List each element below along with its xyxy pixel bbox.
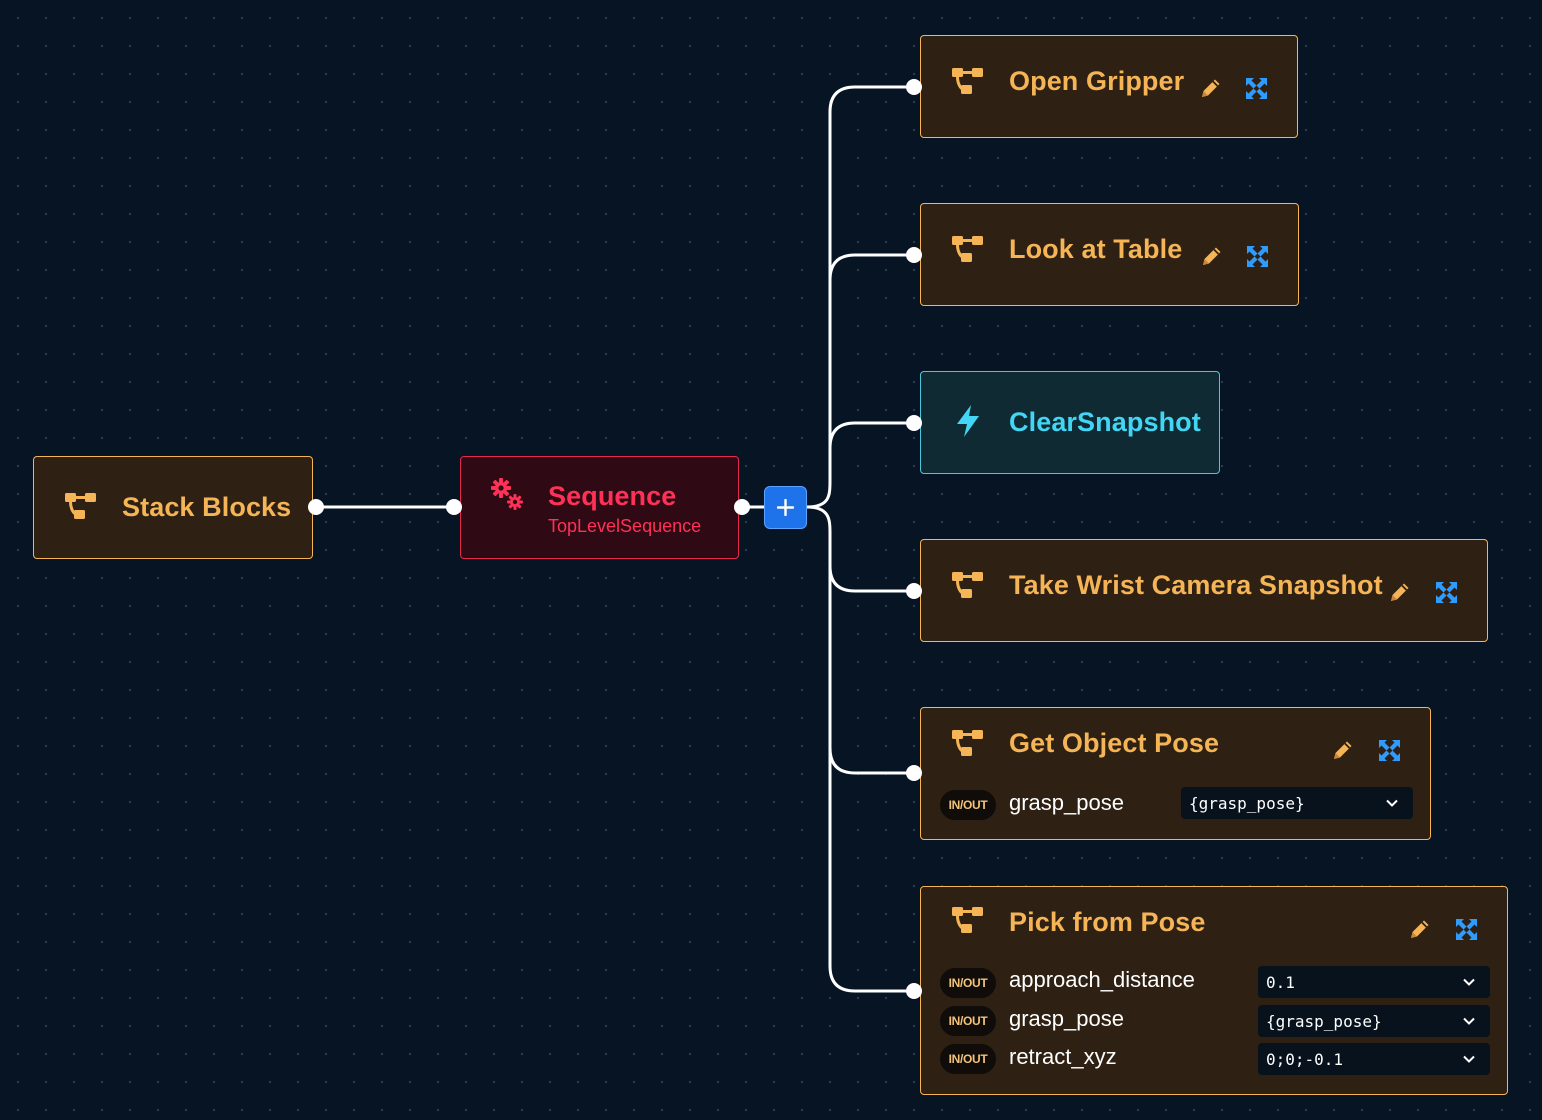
port-value: {grasp_pose} — [1189, 794, 1305, 813]
wrist-snapshot-input-handle[interactable] — [906, 583, 922, 599]
node-title: Sequence — [548, 481, 677, 511]
edge-to-wrist-snapshot — [805, 505, 916, 593]
chevron-down-icon — [1463, 978, 1475, 986]
subtree-icon — [952, 907, 983, 933]
clear-snapshot-input-handle[interactable] — [906, 415, 922, 431]
edit-pencil-icon[interactable] — [1331, 738, 1355, 762]
add-child-button[interactable] — [764, 486, 807, 529]
get-object-pose-input-handle[interactable] — [906, 765, 922, 781]
node-title: Stack Blocks — [122, 492, 292, 522]
lightning-icon — [957, 405, 979, 437]
look-at-table-input-handle[interactable] — [906, 247, 922, 263]
node-title: Get Object Pose — [1009, 728, 1220, 758]
port-value-dropdown[interactable]: {grasp_pose} — [1181, 787, 1413, 819]
subtree-icon — [65, 493, 96, 519]
port-name: grasp_pose — [1009, 1006, 1124, 1031]
edit-pencil-icon[interactable] — [1408, 917, 1432, 941]
chevron-down-icon — [1386, 799, 1398, 807]
node-title: Pick from Pose — [1009, 907, 1206, 937]
subtree-icon — [952, 236, 983, 262]
node-stack-blocks[interactable]: Stack Blocks — [33, 456, 313, 559]
subtree-icon — [952, 68, 983, 94]
port-value: {grasp_pose} — [1266, 1012, 1382, 1031]
edit-pencil-icon[interactable] — [1200, 244, 1224, 268]
node-pick-from-pose[interactable]: Pick from Pose IN/OUT approach_distance … — [920, 886, 1508, 1095]
port-name: retract_xyz — [1009, 1044, 1117, 1069]
node-take-wrist-camera-snapshot[interactable]: Take Wrist Camera Snapshot — [920, 539, 1488, 642]
subtree-icon — [952, 730, 983, 756]
edge-to-pick-from-pose — [828, 746, 916, 993]
port-value-dropdown[interactable]: 0;0;-0.1 — [1258, 1043, 1490, 1075]
node-subtitle: TopLevelSequence — [548, 516, 702, 536]
edge-to-clear-snapshot — [828, 421, 916, 450]
subtree-icon — [952, 572, 983, 598]
edit-pencil-icon[interactable] — [1199, 76, 1223, 100]
node-clear-snapshot[interactable]: ClearSnapshot — [920, 371, 1220, 474]
pick-from-pose-input-handle[interactable] — [906, 983, 922, 999]
root-output-handle[interactable] — [308, 499, 324, 515]
chevron-down-icon — [1463, 1055, 1475, 1063]
node-title: Look at Table — [1009, 234, 1183, 264]
node-title: Open Gripper — [1009, 66, 1185, 96]
sequence-output-handle[interactable] — [734, 499, 750, 515]
expand-icon[interactable] — [1245, 77, 1268, 100]
port-direction-badge: IN/OUT — [940, 968, 996, 998]
open-gripper-input-handle[interactable] — [906, 79, 922, 95]
edit-pencil-icon[interactable] — [1388, 580, 1412, 604]
expand-icon[interactable] — [1378, 739, 1401, 762]
port-value-dropdown[interactable]: 0.1 — [1258, 966, 1490, 998]
port-name: approach_distance — [1009, 967, 1195, 992]
expand-icon[interactable] — [1246, 245, 1269, 268]
node-title: ClearSnapshot — [1009, 407, 1201, 437]
port-direction-badge: IN/OUT — [940, 790, 996, 820]
plus-icon — [777, 499, 794, 516]
port-value: 0.1 — [1266, 973, 1295, 992]
edge-to-look-at-table — [828, 253, 916, 282]
sequence-input-handle[interactable] — [446, 499, 462, 515]
port-direction-badge: IN/OUT — [940, 1044, 996, 1074]
edge-to-get-object-pose — [828, 564, 916, 775]
node-look-at-table[interactable]: Look at Table — [920, 203, 1299, 306]
port-value: 0;0;-0.1 — [1266, 1050, 1344, 1069]
chevron-down-icon — [1463, 1017, 1475, 1025]
expand-icon[interactable] — [1435, 581, 1458, 604]
port-direction-badge: IN/OUT — [940, 1006, 996, 1036]
port-value-dropdown[interactable]: {grasp_pose} — [1258, 1005, 1490, 1037]
expand-icon[interactable] — [1455, 918, 1478, 941]
node-open-gripper[interactable]: Open Gripper — [920, 35, 1298, 138]
edge-to-open-gripper — [805, 85, 916, 509]
node-get-object-pose[interactable]: Get Object Pose IN/OUT grasp_pose {grasp… — [920, 707, 1431, 840]
node-sequence[interactable]: Sequence TopLevelSequence — [460, 456, 739, 559]
gears-icon — [491, 478, 523, 510]
port-name: grasp_pose — [1009, 790, 1124, 815]
node-title: Take Wrist Camera Snapshot — [1009, 570, 1383, 600]
